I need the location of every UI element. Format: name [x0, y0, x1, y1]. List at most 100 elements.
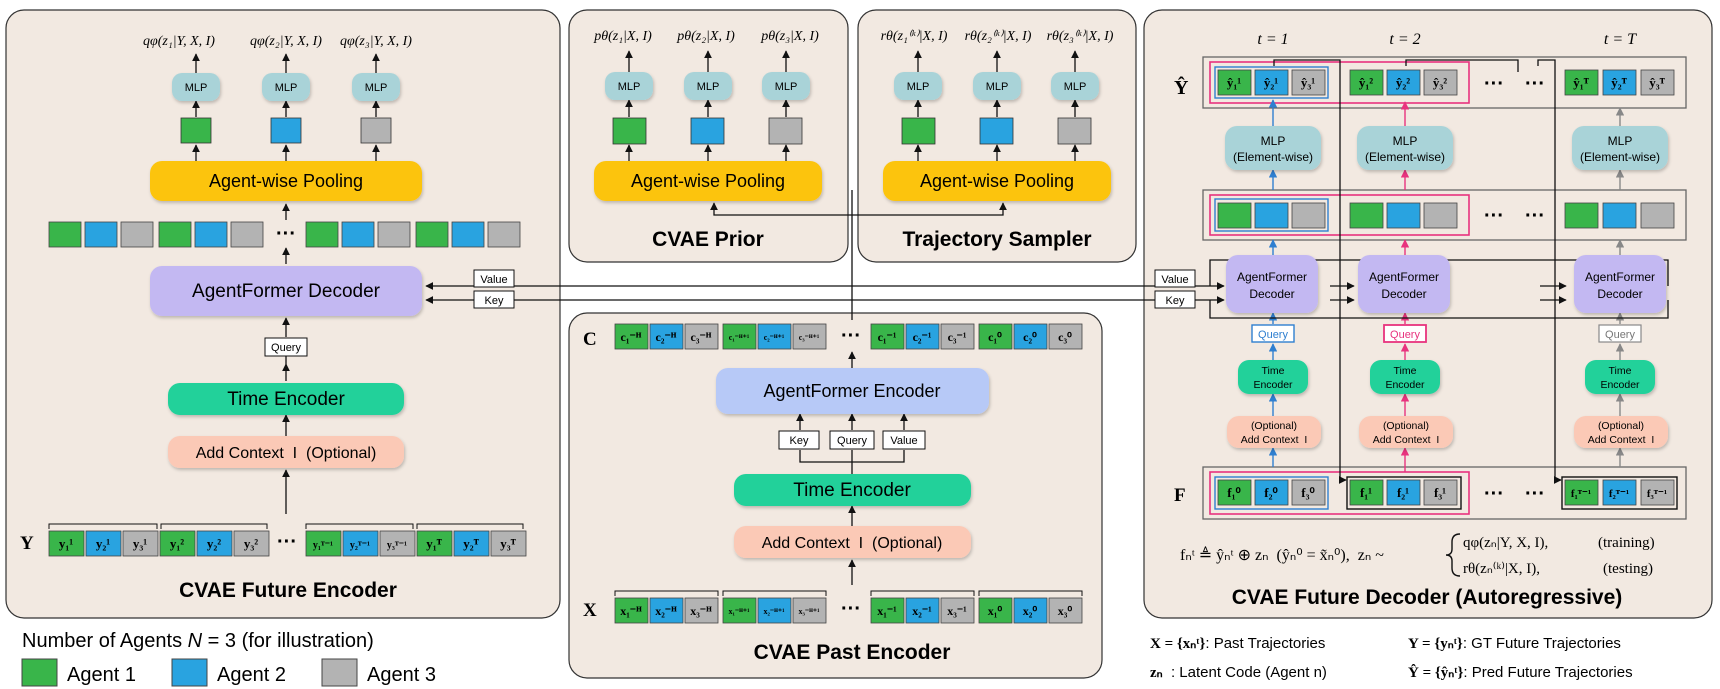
notation-entry: Ŷ = {ŷₙᵗ}: Pred Future Trajectories: [1408, 664, 1633, 681]
time-encoder: [1585, 360, 1655, 394]
x-token-label: x₃⁻ᴴ: [690, 604, 712, 618]
key-tag: [473, 290, 515, 309]
query-tag: [1598, 324, 1642, 343]
formula-case-training: qφ(zₙ|Y, X, I),: [1463, 535, 1548, 551]
ellipsis: ···: [276, 223, 296, 245]
mlp-elementwise: [1225, 126, 1321, 170]
formula-main: fₙᵗ ≜ ŷₙᵗ ⊕ zₙ (ŷₙ⁰ = x̃ₙ⁰), zₙ ~: [1180, 546, 1384, 564]
trajectory-sampler: rθ(z₁⁽ᵏ⁾|X, I) rθ(z₂⁽ᵏ⁾|X, I) rθ(z₃⁽ᵏ⁾|X…: [881, 29, 1114, 251]
agent3-swatch: [321, 658, 358, 687]
mlp-label: MLP: [275, 82, 298, 94]
c-token-label: c₂⁻ᴴ: [656, 330, 677, 344]
add-context: [734, 526, 971, 558]
pooling-label: Agent-wise Pooling: [631, 171, 785, 191]
ellipsis: ···: [277, 531, 297, 553]
query-tag: [1251, 324, 1295, 343]
time-encoder-label: Time: [1609, 365, 1632, 377]
c-tokens: [614, 323, 1083, 350]
encoder-label: AgentFormer Encoder: [763, 381, 940, 401]
agent1-latent: [901, 117, 936, 145]
y-brackets: [48, 523, 524, 529]
formula-tag-training: (training): [1598, 535, 1655, 551]
yhat-token-label: ŷ₁¹: [1227, 75, 1241, 90]
time-encoder-sub-label: Encoder: [1385, 379, 1425, 391]
query-tag: [829, 430, 875, 450]
c-token-label: c₃⁻ᴴ: [691, 330, 712, 344]
f-token-label: f₂¹: [1397, 485, 1409, 500]
query-tag: [264, 337, 308, 357]
query-label: Query: [1258, 329, 1288, 341]
ellipsis: ···: [1525, 205, 1545, 227]
yhat-token-label: ŷ₂¹: [1264, 75, 1278, 90]
x-token-label: x₃⁰: [1058, 604, 1073, 618]
q-label: qφ(z₃|Y, X, I): [340, 34, 412, 49]
agent2-latent: [690, 117, 725, 145]
decoder-sub-label: Decoder: [1381, 287, 1426, 301]
cvae-prior: pθ(z₁|X, I) pθ(z₂|X, I) pθ(z₃|X, I) MLP …: [593, 29, 822, 251]
decoder-sub-label: Decoder: [1249, 287, 1294, 301]
agent2-label: Agent 2: [217, 664, 286, 686]
f-token-label: f₁⁰: [1227, 485, 1241, 500]
mlp-box: [762, 72, 810, 100]
hidden-row: [1202, 189, 1687, 241]
future-decoder-title: CVAE Future Decoder (Autoregressive): [1232, 586, 1623, 609]
mlp-box: [352, 73, 400, 101]
notation-entry: X = {xₙᵗ}: Past Trajectories: [1150, 635, 1325, 652]
c-token-label: c₂⁻ᴴ⁺¹: [764, 333, 785, 342]
c-token-label: c₃⁰: [1058, 330, 1072, 344]
time-encoder: [1370, 360, 1440, 394]
c-token-label: c₃⁻¹: [948, 330, 967, 344]
yhat-token-label: ŷ₂ᵀ: [1611, 75, 1627, 90]
blue-frame: [1214, 476, 1329, 510]
query-label: Query: [837, 435, 867, 447]
y-token-label: y₃ᵀ: [500, 536, 516, 551]
pooling-label: Agent-wise Pooling: [920, 171, 1074, 191]
q-label: qφ(z₁|Y, X, I): [143, 34, 215, 49]
mlp-label: MLP: [1261, 134, 1286, 148]
f-row: [1202, 466, 1687, 520]
yhat-token-label: ŷ₁ᵀ: [1573, 75, 1589, 90]
decoder-label: AgentFormer: [1369, 270, 1439, 284]
y-token-label: y₃¹: [133, 536, 147, 551]
ellipsis: ···: [1484, 73, 1504, 95]
y-token-label: y₂²: [207, 536, 221, 551]
value-tag: [473, 269, 515, 288]
y-token-label: y₂ᵀ: [463, 536, 479, 551]
agent3-latent: [1057, 117, 1092, 145]
context-sub-label: Add Context I: [1373, 434, 1440, 446]
query-label: Query: [1390, 329, 1420, 341]
time-step-label: t = T: [1604, 31, 1637, 48]
mlp-label: MLP: [185, 82, 208, 94]
c-token-label: c₁⁰: [988, 330, 1002, 344]
agent1-swatch: [21, 658, 58, 687]
mlp-label: MLP: [1393, 134, 1418, 148]
x-token-label: x₂⁰: [1023, 604, 1038, 618]
y-token-label: y₃ᵀ⁻¹: [387, 540, 407, 551]
future-encoder: qφ(z₁|Y, X, I) qφ(z₂|Y, X, I) qφ(z₃|Y, X…: [20, 34, 527, 602]
c-token-label: c₁⁻ᴴ⁺¹: [729, 333, 750, 342]
f-token-label: f₃⁰: [1301, 485, 1315, 500]
black-frame: [1346, 476, 1462, 510]
agent1-latent: [180, 117, 212, 144]
x-token-label: x₁⁰: [988, 604, 1003, 618]
key-tag-label: Key: [485, 295, 504, 307]
c-token-label: c₁⁻ᴴ: [621, 330, 642, 344]
agent2-latent: [979, 117, 1014, 145]
blue-frame: [1214, 66, 1329, 99]
x-token-label: x₃⁻¹: [947, 604, 967, 618]
mlp-label: MLP: [618, 81, 641, 93]
q-label: qφ(z₂|Y, X, I): [250, 34, 322, 49]
value-label: Value: [890, 435, 917, 447]
agent-wise-pooling: [150, 161, 422, 201]
f-symbol: F: [1174, 485, 1186, 506]
formula-case-testing: rθ(zₙ⁽ᵏ⁾|X, I),: [1463, 561, 1540, 577]
agentformer-decoder: [1226, 255, 1318, 313]
agentformer-decoder: [1358, 255, 1450, 313]
sampler-title: Trajectory Sampler: [902, 228, 1091, 251]
agentformer-decoder: [150, 266, 422, 316]
mlp-label: MLP: [697, 81, 720, 93]
key-tag: [1154, 290, 1196, 309]
yhat-token-label: ŷ₃²: [1433, 75, 1447, 90]
pooling-label: Agent-wise Pooling: [209, 171, 363, 191]
mlp-sub-label: (Element-wise): [1580, 150, 1660, 164]
